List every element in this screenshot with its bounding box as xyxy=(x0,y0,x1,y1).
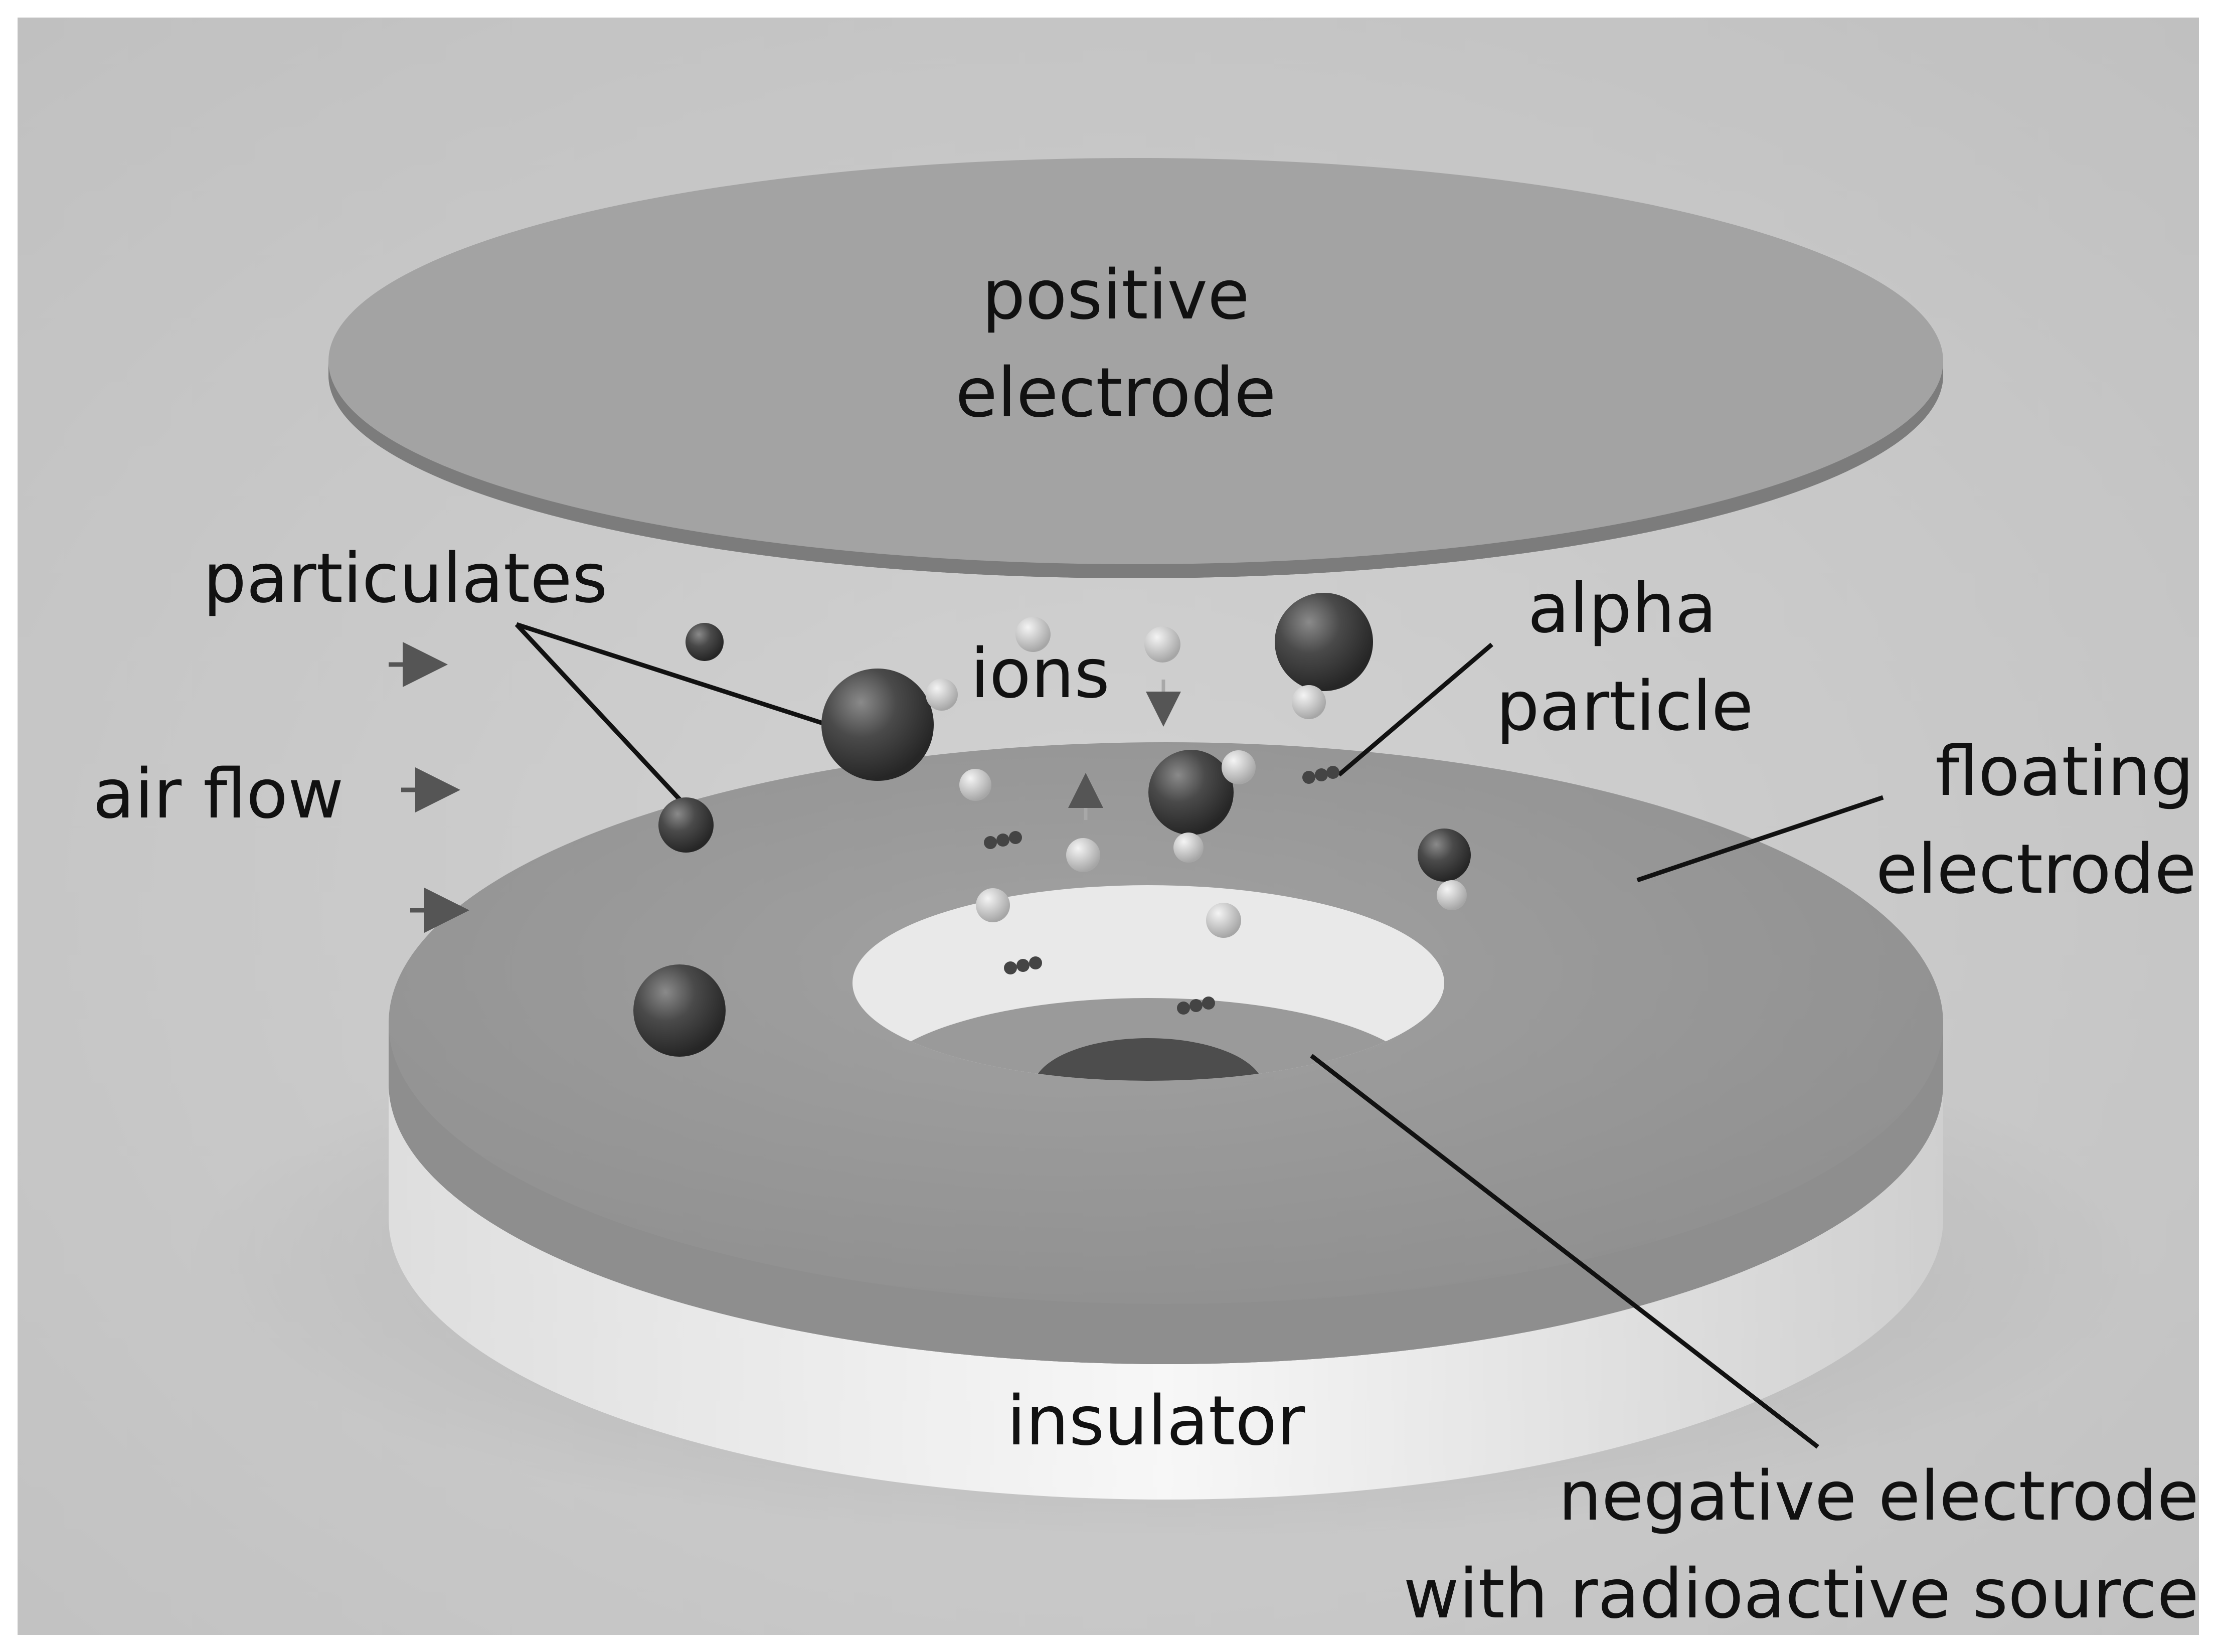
ion xyxy=(1292,685,1326,719)
ions-label: ions xyxy=(970,634,1110,714)
floating-electrode-ring xyxy=(389,742,1943,1500)
alpha-particles xyxy=(984,766,1339,1015)
ion xyxy=(1222,750,1256,784)
ion xyxy=(976,888,1010,922)
alpha-leader xyxy=(1337,642,1493,777)
ion xyxy=(1206,903,1241,938)
positive-electrode-disc xyxy=(328,158,1943,578)
alpha-particle xyxy=(984,831,1022,849)
particulate xyxy=(1148,750,1234,835)
air-flow-arrows xyxy=(389,642,469,933)
insulator-wall xyxy=(389,1083,1943,1500)
particulate xyxy=(1418,829,1471,882)
positive-electrode-label-line1: positive xyxy=(982,256,1249,335)
particulate xyxy=(686,623,724,661)
particulates-leader-2 xyxy=(515,622,692,812)
radioactive-source xyxy=(1033,1038,1264,1081)
ion xyxy=(1173,833,1204,863)
negative-electrode-label-line1: negative electrode xyxy=(1559,1457,2199,1536)
ion xyxy=(1437,880,1467,910)
particulate xyxy=(658,797,714,853)
negative-leader xyxy=(1310,1054,1819,1449)
central-hole xyxy=(852,885,1444,1081)
ion-arrows xyxy=(1068,680,1181,820)
ion xyxy=(1066,838,1100,872)
particulate xyxy=(633,964,726,1057)
particulates xyxy=(633,593,1471,1057)
particulate xyxy=(821,669,934,781)
ions xyxy=(926,617,1467,938)
alpha-particle xyxy=(1177,997,1215,1015)
ion xyxy=(1144,626,1180,663)
alpha-particle xyxy=(1004,956,1042,974)
negative-electrode-label-line2: with radioactive source xyxy=(1403,1555,2199,1634)
ion xyxy=(1015,617,1051,652)
floating-leader xyxy=(1636,795,1884,883)
ion xyxy=(926,679,958,711)
air-flow-label: air flow xyxy=(93,755,344,834)
alpha-label-line1: alpha xyxy=(1528,569,1717,648)
particulate xyxy=(1275,593,1373,691)
labels: positive electrode particulates ions alp… xyxy=(93,256,2199,1634)
alpha-label-line2: particle xyxy=(1496,667,1754,746)
floating-electrode-label-line2: electrode xyxy=(1876,830,2196,909)
particulates-leader-1 xyxy=(516,622,828,727)
leader-lines xyxy=(515,622,1884,1449)
insulator-label: insulator xyxy=(1007,1382,1305,1461)
particulates-label: particulates xyxy=(203,539,608,618)
ion xyxy=(959,769,991,801)
floating-electrode-label-line1: floating xyxy=(1935,732,2194,811)
alpha-particle xyxy=(1302,766,1339,784)
positive-electrode-label-line2: electrode xyxy=(955,354,1276,433)
